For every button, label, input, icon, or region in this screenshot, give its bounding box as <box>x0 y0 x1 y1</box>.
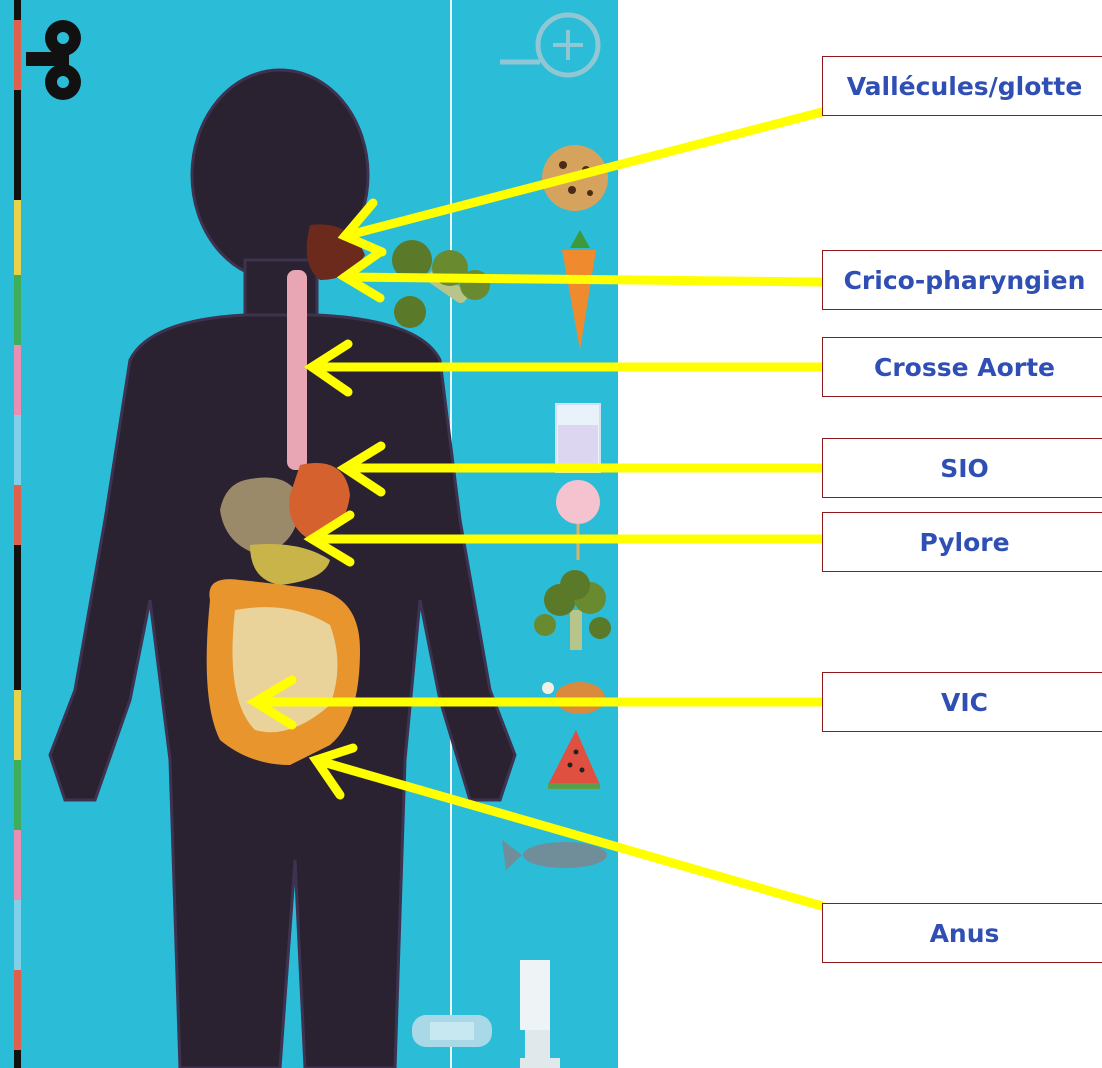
arrow-crico <box>345 277 822 282</box>
label-sio: SIO <box>822 438 1102 498</box>
label-vic: VIC <box>822 672 1102 732</box>
esophagus <box>287 270 307 470</box>
label-crosse-aorte: Crosse Aorte <box>822 337 1102 397</box>
label-crico-pharyngien: Crico-pharyngien <box>822 250 1102 310</box>
label-pylore: Pylore <box>822 512 1102 572</box>
label-anus: Anus <box>822 903 1102 963</box>
milk-glass-icon[interactable] <box>556 404 600 472</box>
color-ruler-strip <box>14 0 21 1068</box>
label-vallecules: Vallécules/glotte <box>822 56 1102 116</box>
bandage-icon[interactable] <box>412 1015 492 1047</box>
